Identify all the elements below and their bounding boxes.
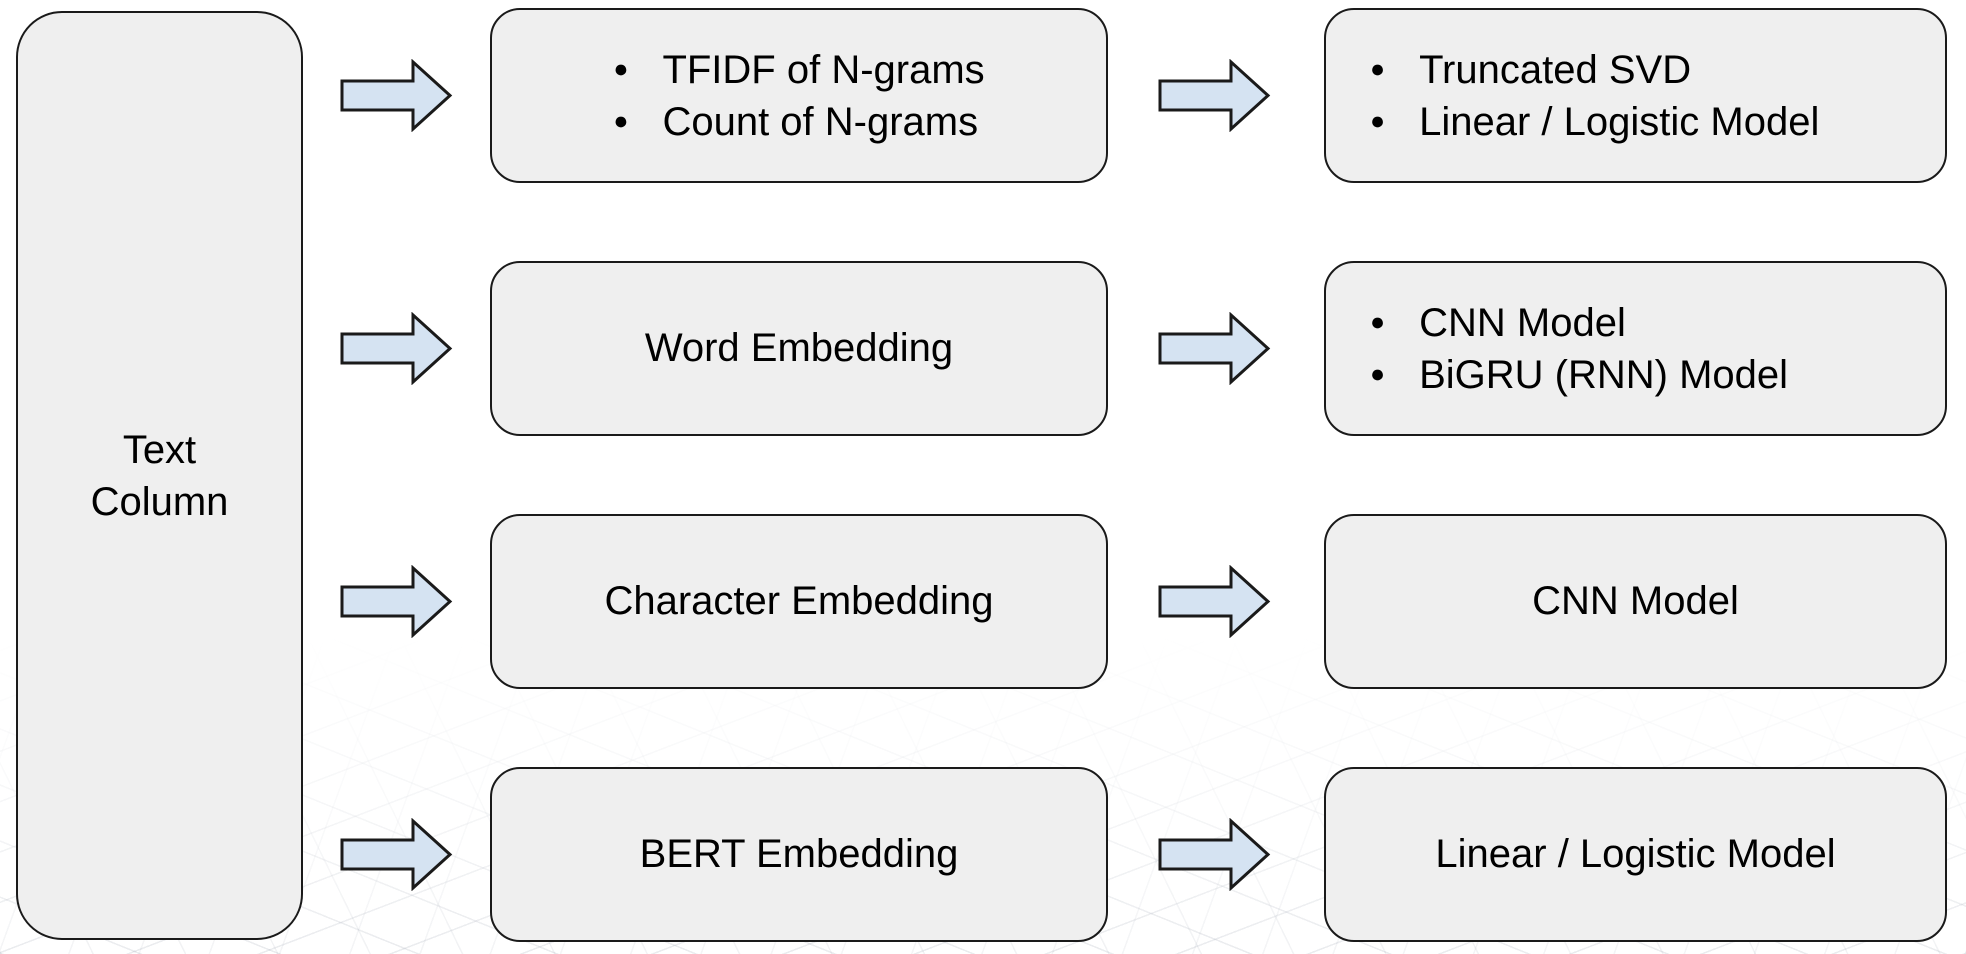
list-item: ● Truncated SVD (1370, 44, 1819, 96)
feature-box-bert-embedding: BERT Embedding (490, 767, 1108, 942)
feature-box-ngrams: ● TFIDF of N-grams ● Count of N-grams (490, 8, 1108, 183)
feature-list: ● TFIDF of N-grams ● Count of N-grams (613, 44, 984, 148)
model-list: ● Truncated SVD ● Linear / Logistic Mode… (1370, 44, 1819, 148)
model-box-label: Linear / Logistic Model (1435, 832, 1836, 876)
list-item: ● BiGRU (RNN) Model (1370, 349, 1788, 401)
model-box-label: CNN Model (1532, 579, 1739, 623)
bullet-icon: ● (1370, 360, 1386, 388)
list-item: ● CNN Model (1370, 297, 1788, 349)
model-list: ● CNN Model ● BiGRU (RNN) Model (1370, 297, 1788, 401)
right-arrow-icon (1158, 565, 1271, 638)
list-item-label: Linear / Logistic Model (1419, 99, 1820, 144)
list-item-label: BiGRU (RNN) Model (1419, 352, 1789, 397)
bullet-icon: ● (613, 107, 629, 135)
list-item-label: Truncated SVD (1419, 47, 1692, 92)
bullet-icon: ● (1370, 308, 1386, 336)
right-arrow-icon (340, 312, 453, 385)
feature-box-label: BERT Embedding (639, 832, 959, 876)
right-arrow-icon (340, 59, 453, 132)
list-item-label: Count of N-grams (662, 99, 979, 144)
right-arrow-icon (1158, 818, 1271, 891)
source-box: Text Column (16, 11, 303, 940)
feature-box-character-embedding: Character Embedding (490, 514, 1108, 689)
list-item: ● TFIDF of N-grams (613, 44, 984, 96)
list-item: ● Linear / Logistic Model (1370, 96, 1819, 148)
list-item-label: TFIDF of N-grams (662, 47, 985, 92)
right-arrow-icon (340, 818, 453, 891)
right-arrow-icon (1158, 312, 1271, 385)
source-box-label: Text Column (90, 427, 229, 524)
feature-box-word-embedding: Word Embedding (490, 261, 1108, 436)
bullet-icon: ● (1370, 107, 1386, 135)
feature-box-label: Character Embedding (604, 579, 994, 623)
model-box-linear-logistic: Linear / Logistic Model (1324, 767, 1947, 942)
right-arrow-icon (1158, 59, 1271, 132)
bullet-icon: ● (1370, 55, 1386, 83)
bullet-icon: ● (613, 55, 629, 83)
feature-box-label: Word Embedding (644, 326, 954, 370)
right-arrow-icon (340, 565, 453, 638)
model-box-cnn: CNN Model (1324, 514, 1947, 689)
list-item: ● Count of N-grams (613, 96, 984, 148)
list-item-label: CNN Model (1419, 300, 1626, 345)
model-box-cnn-bigru: ● CNN Model ● BiGRU (RNN) Model (1324, 261, 1947, 436)
model-box-svd-linear: ● Truncated SVD ● Linear / Logistic Mode… (1324, 8, 1947, 183)
